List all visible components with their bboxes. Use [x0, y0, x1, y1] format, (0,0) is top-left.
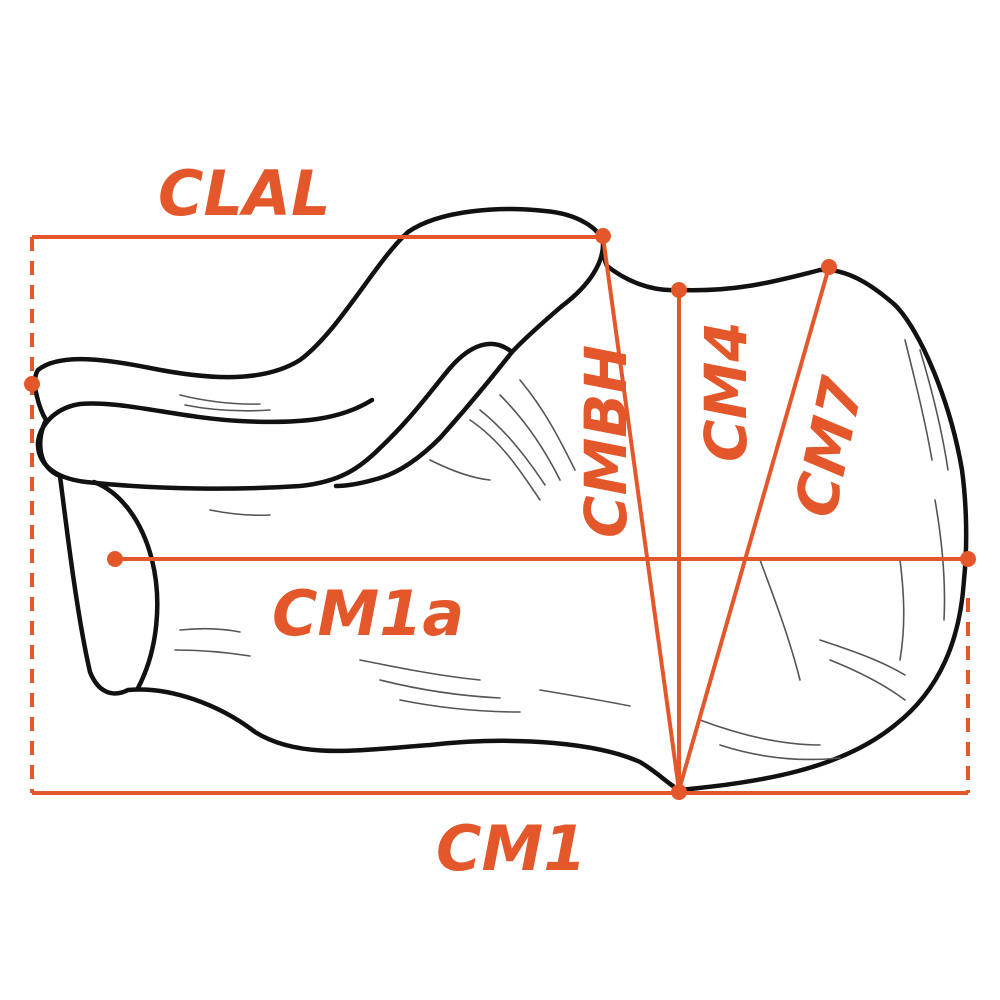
bone-shelf-lower-outline: [35, 341, 515, 491]
bone-inner-ridge-outline: [333, 239, 606, 489]
bone-outer-outline: [32, 206, 969, 793]
measurement-labels: CLAL CMBH CM4 CM7 CM1a CM1: [158, 157, 877, 885]
cmbh-measure-line: [601, 236, 681, 791]
cm7-measure-line: [677, 266, 831, 791]
cm1a-label: CM1a: [272, 577, 464, 650]
measurement-endpoints: [24, 228, 976, 800]
cm-endpoint-bottom: [671, 784, 687, 800]
clal-endpoint-left: [24, 376, 40, 392]
measurement-overlay: [30, 235, 970, 795]
cm1a-endpoint-left: [107, 551, 123, 567]
calcaneus-bone-illustration: [32, 206, 969, 793]
bone-anterior-facet-outline: [91, 479, 160, 691]
clal-label: CLAL: [158, 157, 331, 230]
cm7-label: CM7: [781, 371, 877, 523]
cm1-label: CM1: [436, 812, 586, 885]
cm4-endpoint-top: [671, 282, 687, 298]
clal-endpoint-right: [595, 228, 611, 244]
cm4-label: CM4: [692, 321, 760, 462]
cm7-endpoint-top: [821, 259, 837, 275]
cm1a-endpoint-right: [960, 551, 976, 567]
cmbh-label: CMBH: [572, 345, 640, 538]
